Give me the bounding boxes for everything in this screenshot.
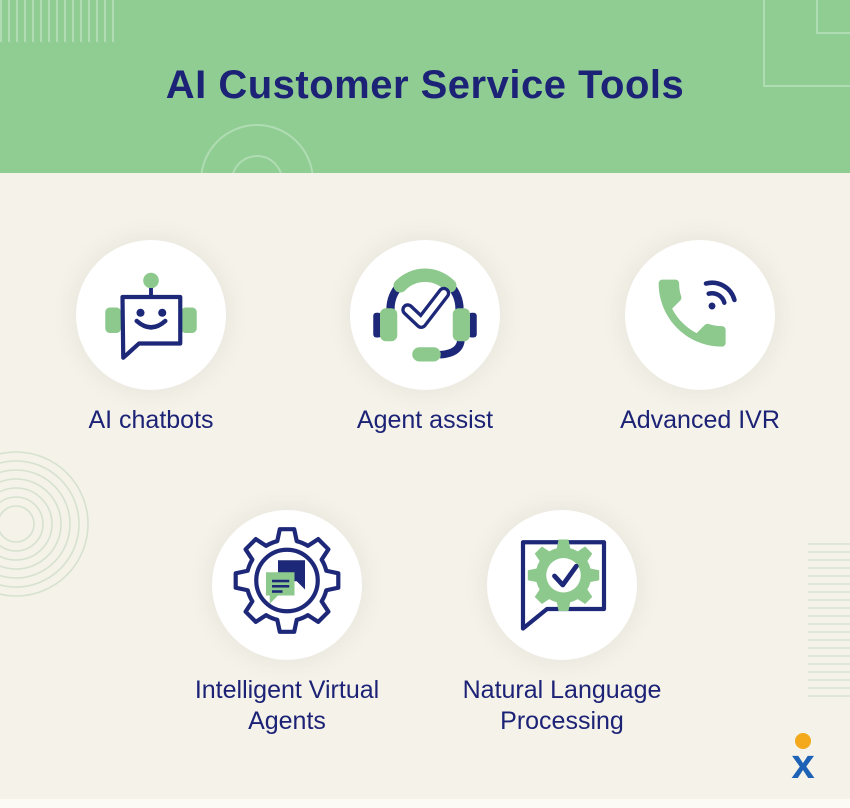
robot-chat-icon (105, 272, 197, 360)
icon-circle (212, 510, 362, 660)
tool-label: Advanced IVR (620, 406, 780, 434)
phone-signal-icon (658, 279, 737, 347)
page-title: AI Customer Service Tools (165, 63, 685, 107)
tool-card: Intelligent Virtual Agents (167, 510, 407, 737)
tool-label: AI chatbots (88, 406, 214, 434)
icon-circle (487, 510, 637, 660)
tool-card: Natural Language Processing (442, 510, 682, 737)
corner-square-decoration (816, 0, 850, 34)
gear-chat-bubbles-icon (233, 527, 341, 634)
concentric-rings-decoration (0, 451, 89, 597)
tool-card: Advanced IVR (580, 240, 820, 436)
tool-label: Intelligent Virtual Agents (194, 676, 380, 735)
speech-bubble-gear-icon (520, 539, 607, 631)
stripes-decoration (808, 543, 850, 701)
logo-x-letter: x (791, 740, 815, 787)
brand-logo: x (779, 733, 827, 787)
tool-card: Agent assist (305, 240, 545, 436)
header-band: AI Customer Service Tools (0, 0, 850, 173)
corner-square-decoration (763, 0, 850, 87)
tool-label: Agent assist (356, 406, 494, 434)
tool-label: Natural Language Processing (462, 676, 662, 735)
icon-circle (76, 240, 226, 390)
bottom-edge (0, 799, 850, 808)
tool-card: AI chatbots (31, 240, 271, 436)
icon-circle (350, 240, 500, 390)
icon-circle (625, 240, 775, 390)
stripes-decoration (0, 0, 118, 42)
headset-checkmark-icon (373, 268, 477, 362)
logo-dot-icon (795, 733, 811, 749)
